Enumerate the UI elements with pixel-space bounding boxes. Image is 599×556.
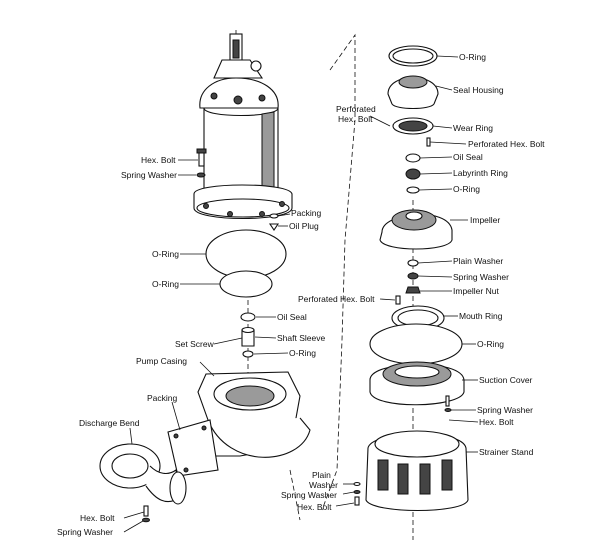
label-discharge-bend: Discharge Bend — [79, 418, 140, 428]
label-o-ring-top: O-Ring — [459, 52, 486, 62]
label-perforated-hex-bolt-left-1: Perforated — [336, 104, 376, 114]
label-mouth-ring: Mouth Ring — [459, 311, 503, 321]
label-perforated-hex-bolt-mid: Perforated Hex. Bolt — [298, 294, 375, 304]
label-set-screw: Set Screw — [175, 339, 215, 349]
label-o-ring-big-1: O-Ring — [152, 249, 179, 259]
label-impeller: Impeller — [470, 215, 500, 225]
label-spring-washer-bottom: Spring Washer — [281, 490, 337, 500]
label-spring-washer-right: Spring Washer — [453, 272, 509, 282]
label-labyrinth-ring: Labyrinth Ring — [453, 168, 508, 178]
pump-casing — [167, 371, 311, 477]
label-pump-casing: Pump Casing — [136, 356, 187, 366]
labels: O-Ring Seal Housing Perforated Hex. Bolt… — [57, 52, 545, 537]
label-plain-washer-bottom-1: Plain — [312, 470, 331, 480]
label-hex-bolt-motor: Hex. Bolt — [141, 155, 176, 165]
label-seal-housing: Seal Housing — [453, 85, 504, 95]
motor-assembly — [193, 33, 293, 231]
label-spring-washer-discharge: Spring Washer — [57, 527, 113, 537]
label-hex-bolt-suction: Hex. Bolt — [479, 417, 514, 427]
label-impeller-nut: Impeller Nut — [453, 286, 499, 296]
strainer-stand — [365, 430, 469, 512]
label-perforated-hex-bolt-left-2: Hex. Bolt — [338, 114, 373, 124]
shaft-parts — [240, 312, 256, 358]
label-oil-seal-left: Oil Seal — [277, 312, 307, 322]
label-packing-casing: Packing — [147, 393, 178, 403]
label-plain-washer-right: Plain Washer — [453, 256, 503, 266]
label-plain-washer-bottom-2: Washer — [309, 480, 338, 490]
label-shaft-sleeve: Shaft Sleeve — [277, 333, 325, 343]
label-o-ring-big-2: O-Ring — [152, 279, 179, 289]
seal-parts — [387, 45, 439, 194]
label-perforated-hex-bolt-right: Perforated Hex. Bolt — [468, 139, 545, 149]
label-strainer-stand: Strainer Stand — [479, 447, 534, 457]
bottom-fasteners — [353, 481, 361, 506]
mouth-ring-and-o-ring — [369, 295, 463, 365]
discharge-bend — [99, 443, 187, 523]
large-o-rings — [205, 229, 287, 298]
label-packing-motor: Packing — [291, 208, 322, 218]
leader-lines — [123, 55, 479, 533]
label-hex-bolt-discharge: Hex. Bolt — [80, 513, 115, 523]
label-oil-plug: Oil Plug — [289, 221, 319, 231]
label-oil-seal-right: Oil Seal — [453, 152, 483, 162]
impeller — [379, 209, 453, 294]
label-o-ring-left: O-Ring — [289, 348, 316, 358]
label-spring-washer-suction: Spring Washer — [477, 405, 533, 415]
label-o-ring-right: O-Ring — [453, 184, 480, 194]
label-wear-ring: Wear Ring — [453, 123, 493, 133]
label-o-ring-lower-right: O-Ring — [477, 339, 504, 349]
suction-cover — [369, 361, 465, 412]
label-suction-cover: Suction Cover — [479, 375, 533, 385]
label-spring-washer-motor: Spring Washer — [121, 170, 177, 180]
label-hex-bolt-bottom: Hex. Bolt — [297, 502, 332, 512]
